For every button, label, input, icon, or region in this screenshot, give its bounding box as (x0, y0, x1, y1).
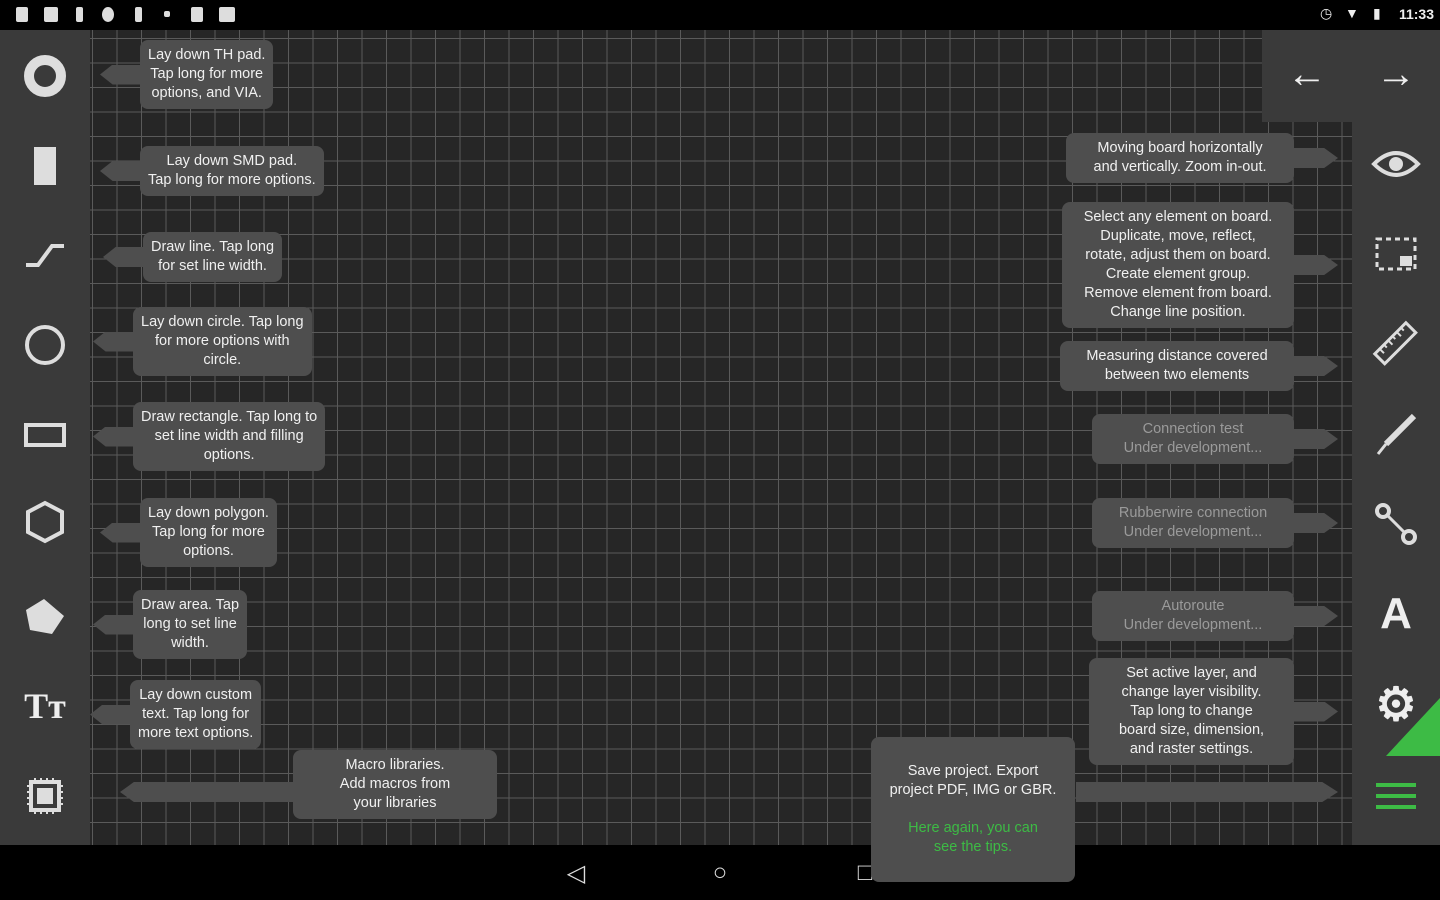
menu-tip-pointer (1076, 782, 1338, 802)
rubberwire-icon (1375, 503, 1417, 545)
android-nav-bar: ◁ ○ □ (0, 845, 1440, 900)
back-triangle-icon: ◁ (566, 860, 586, 887)
notification-icon (219, 7, 235, 22)
th-pad-icon (24, 55, 66, 97)
recents-square-icon: □ (857, 859, 873, 886)
autoroute-tip: Autoroute Under development... (1092, 591, 1294, 641)
status-bar: ◷ ▼ ▮ 11:33 (0, 0, 1440, 30)
settings-tip: Set active layer, and change layer visib… (1089, 658, 1294, 765)
notification-icon (44, 7, 58, 22)
notification-icon (191, 7, 203, 22)
connection-test-tip: Connection test Under development... (1092, 414, 1294, 464)
line-icon (26, 244, 64, 267)
wifi-icon: ▼ (1345, 5, 1359, 21)
alarm-icon: ◷ (1320, 5, 1333, 21)
select-tip: Select any element on board. Duplicate, … (1062, 202, 1294, 328)
area-tool[interactable] (15, 586, 75, 646)
polygon-tool[interactable] (15, 492, 75, 552)
undo-panel (1262, 30, 1352, 122)
undo-button[interactable]: ← (1277, 44, 1337, 104)
macro-tip: Macro libraries. Add macros from your li… (293, 750, 497, 819)
rectangle-tool[interactable] (15, 405, 75, 465)
home-circle-icon: ○ (712, 859, 728, 886)
view-tip: Moving board horizontally and vertically… (1066, 133, 1294, 183)
circle-tool[interactable] (15, 315, 75, 375)
notification-icon (76, 7, 83, 22)
rubberwire-tool[interactable] (1366, 494, 1426, 554)
notification-icon (16, 7, 28, 22)
line-tip: Draw line. Tap long for set line width. (143, 232, 283, 282)
notification-icon (135, 7, 142, 22)
smd-pad-tip: Lay down SMD pad. Tap long for more opti… (140, 146, 324, 196)
rubberwire-tip: Rubberwire connection Under development.… (1092, 498, 1294, 548)
polygon-icon (26, 500, 64, 544)
settings-tool[interactable]: ⚙ (1366, 674, 1426, 734)
battery-icon: ▮ (1373, 5, 1381, 21)
select-tool[interactable] (1366, 224, 1426, 284)
th-pad-tool[interactable] (15, 46, 75, 106)
view-tool[interactable] (1366, 134, 1426, 194)
rectangle-icon (24, 423, 66, 447)
area-icon (26, 599, 64, 634)
eye-icon (1371, 151, 1421, 177)
area-tip: Draw area. Tap long to set line width. (133, 590, 248, 659)
circle-tip: Lay down circle. Tap long for more optio… (133, 307, 312, 376)
text-tool[interactable]: Tт (15, 676, 75, 736)
gear-icon: ⚙ (1375, 678, 1417, 730)
home-button[interactable]: ○ (706, 859, 734, 887)
measure-tip: Measuring distance covered between two e… (1060, 341, 1294, 391)
text-tip: Lay down custom text. Tap long for more … (130, 680, 262, 749)
smd-pad-tool[interactable] (15, 136, 75, 196)
th-pad-tip: Lay down TH pad. Tap long for more optio… (140, 40, 274, 109)
measure-tool[interactable] (1366, 314, 1426, 374)
menu-tip-text: Save project. Export project PDF, IMG or… (889, 763, 1057, 798)
line-tool[interactable] (15, 225, 75, 285)
probe-icon (1376, 413, 1417, 455)
circle-icon (25, 325, 65, 365)
green-corner-decoration (1386, 698, 1440, 756)
menu-tip: Save project. Export project PDF, IMG or… (871, 737, 1075, 882)
autoroute-tool[interactable]: A (1366, 584, 1426, 644)
chip-icon (27, 778, 63, 814)
ruler-icon (1372, 320, 1418, 366)
main-menu-button[interactable] (1366, 766, 1426, 826)
text-icon: Tт (24, 686, 66, 726)
selection-icon (1375, 237, 1417, 271)
arrow-left-icon: ← (1287, 51, 1327, 96)
notification-icon (102, 7, 114, 22)
recents-button[interactable]: □ (851, 859, 879, 887)
clock: 11:33 (1398, 6, 1434, 22)
redo-button[interactable]: → (1366, 44, 1426, 104)
hamburger-menu-icon (1376, 783, 1416, 809)
connection-test-tool[interactable] (1366, 404, 1426, 464)
polygon-tip: Lay down polygon. Tap long for more opti… (140, 498, 277, 567)
rectangle-tip: Draw rectangle. Tap long to set line wid… (133, 402, 326, 471)
arrow-right-icon: → (1376, 51, 1416, 96)
macro-tool[interactable] (15, 766, 75, 826)
macro-tip-pointer (120, 782, 293, 802)
smd-pad-icon (34, 147, 56, 185)
menu-tip-note: Here again, you can see the tips. (908, 820, 1038, 855)
back-button[interactable]: ◁ (562, 859, 590, 887)
notification-icon (164, 11, 170, 17)
autoroute-icon: A (1380, 589, 1412, 638)
